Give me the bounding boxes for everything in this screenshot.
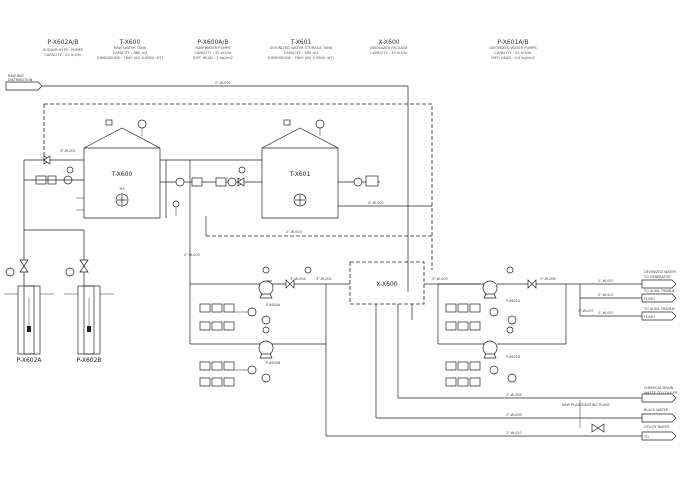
- header-line: CAPACITY : 580 m3: [284, 51, 319, 55]
- control-panel: [199, 303, 271, 331]
- header-line: CAPACITY : 35 m3/hr: [370, 51, 408, 55]
- offpage-label: FLUSH: [644, 297, 655, 301]
- header-line: DEIONIZER PACKAGE: [370, 46, 408, 50]
- header-line: CAPACITY : 880 m3: [113, 51, 148, 55]
- offpage-label: BLACK WATER: [644, 408, 669, 412]
- header-tag: P-X602A/B: [47, 39, 78, 46]
- pump-p-x602b: P-X602B: [64, 230, 114, 364]
- header-line: RAW WATER TANK: [114, 46, 147, 50]
- header-block-t600: T-X600 RAW WATER TANK CAPACITY : 880 m3 …: [97, 39, 164, 60]
- pump-label: P-X601A: [506, 299, 521, 303]
- instrument-cluster-t601-right: 4"-W-002: [338, 175, 432, 207]
- line-label: 2"-W-003: [286, 230, 302, 234]
- control-panel: [199, 361, 271, 387]
- line-label: 2"-W-008: [506, 393, 522, 397]
- offpage-label: RAW WAT: [8, 74, 25, 78]
- pipe-top-header: [42, 85, 409, 292]
- offpage-aux-a: TO AUXIL TRAIN-A FLUSH: [641, 289, 677, 303]
- offpage-label: WASTE TO COOL PE: [644, 391, 678, 395]
- instrument-cluster-t600-left: 4"-W-002: [23, 149, 84, 230]
- line-label: 3"-W-005: [432, 277, 448, 281]
- offpage-label: TO AUXIL TRAIN-A: [643, 289, 675, 293]
- line-label: 2"-W-007: [578, 309, 594, 313]
- offpage-label: FLUSH: [644, 315, 655, 319]
- header-line: DIFF. HEAD : 3 kg/cm2: [193, 56, 233, 60]
- pump-p-x600b: P-X600B: [190, 326, 326, 387]
- pump-label: P-X602A: [16, 357, 42, 364]
- header-tag: X-X600: [378, 39, 399, 46]
- header-line: DIMENSIONS : 7600 (ID) X 8800 (HT): [97, 56, 164, 60]
- header-tag: P-X601A/B: [497, 39, 528, 46]
- offpage-utility: UTILITY WATER TO: [641, 425, 677, 441]
- line-label: 3"-W-004: [290, 277, 306, 281]
- line-label: 3"-W-004: [316, 277, 332, 281]
- header-block-p600: P-X600A/B RAW WATER PUMPS CAPACITY : 35 …: [193, 39, 233, 60]
- header-block-p602: P-X602A/B SODIUM HYPO. PUMPS CAPACITY : …: [43, 39, 84, 57]
- header-line: DIMENSIONS : 7600 (ID) X 9600 (HT): [268, 56, 335, 60]
- header-line: DIFF. HEAD : 4.6 kg/cm2: [491, 56, 535, 60]
- line-label: 2"-W-001: [215, 81, 231, 85]
- offpage-chemical: CHEMICAL DRAIN WASTE TO COOL PE: [641, 386, 678, 403]
- offpage-label: TO GENERATOR: [643, 275, 671, 279]
- boundary-label: EXISTING PLANT: [582, 403, 611, 407]
- offpage-label: DEIONIZED WATER: [644, 270, 677, 274]
- line-label: 2"-W-007: [598, 293, 614, 297]
- header-line: RAW WATER PUMPS: [195, 46, 231, 50]
- tank-t-x601: T-X601: [261, 119, 339, 219]
- header-line: SODIUM HYPO. PUMPS: [43, 48, 84, 52]
- header-tag: T-X601: [290, 39, 312, 46]
- line-label: 2"-W-009: [506, 413, 522, 417]
- tank-label: T-X601: [289, 171, 311, 178]
- pump-label: P-X600B: [266, 361, 281, 365]
- line-label: 4"-W-002: [60, 149, 76, 153]
- pump-label: P-X600A: [266, 303, 281, 307]
- pump-label: P-X601B: [506, 355, 521, 359]
- offpage-label: UTILITY WATER: [644, 425, 670, 429]
- pump-p-x602a: P-X602A: [4, 230, 54, 364]
- offpage-dw-header: DEIONIZED WATER TO GENERATOR: [641, 270, 677, 289]
- line-label: 4"-W-002: [368, 201, 384, 205]
- offpage-black-water: BLACK WATER: [641, 408, 677, 423]
- pump-p-x601b: P-X601B: [438, 326, 566, 387]
- boundary-label: NEW PLANT: [562, 403, 583, 407]
- plant-boundary: NEW PLANT EXISTING PLANT: [562, 400, 611, 433]
- header-tag: P-X600A/B: [197, 39, 228, 46]
- pump-p-x601a: P-X601A: [438, 266, 566, 331]
- offpage-aux-b: TO AUXIL TRAIN-B FLUSH: [641, 307, 677, 321]
- offpage-label: TO: [643, 435, 649, 439]
- header-block-p601: P-X601A/B DEIONIZED WATER PUMPS CAPACITY…: [489, 39, 537, 60]
- tank-nozzle: M3: [119, 187, 124, 191]
- header-line: CAPACITY : 25 m3/hr: [44, 53, 82, 57]
- offpage-label: CHEMICAL DRAIN: [644, 386, 674, 390]
- header-line: DEIONIZED WATER PUMPS: [489, 46, 537, 50]
- pipe-top-dashed: [44, 103, 433, 270]
- control-panel: [445, 361, 517, 387]
- header-line: CAPACITY : 35 m3/hr: [194, 51, 232, 55]
- control-panel: [445, 303, 517, 331]
- offpage-label: DISTRIBUTION: [8, 78, 33, 82]
- instrument-cluster-between-tanks: 2"-W-003: [160, 159, 262, 300]
- offpage-label: TO AUXIL TRAIN-B: [643, 307, 675, 311]
- line-label: 2"-W-006: [540, 277, 556, 281]
- line-label: 2"-W-003: [184, 253, 200, 257]
- line-label: 2"-W-007: [598, 279, 614, 283]
- header-line: DEIONIZED WATER STORAGE TANK: [270, 46, 333, 50]
- header-block-x600: X-X600 DEIONIZER PACKAGE CAPACITY : 35 m…: [370, 39, 408, 55]
- pump-label: P-X602B: [76, 357, 101, 364]
- header-tag: T-X600: [119, 39, 141, 46]
- line-label: 2"-W-010: [506, 431, 522, 435]
- header-line: CAPACITY : 25 m3/hr: [494, 51, 532, 55]
- tank-label: T-X600: [111, 171, 133, 178]
- offpage-raw-water: RAW WAT DISTRIBUTION: [5, 74, 43, 91]
- pump-p-x600a: P-X600A: [190, 266, 350, 331]
- package-x-x600: X-X600: [349, 261, 425, 305]
- package-label: X-X600: [376, 281, 397, 288]
- line-label: 2"-W-007: [598, 311, 614, 315]
- header-block-t601: T-X601 DEIONIZED WATER STORAGE TANK CAPA…: [268, 39, 335, 60]
- tank-t-x600: T-X600 M3: [83, 119, 161, 219]
